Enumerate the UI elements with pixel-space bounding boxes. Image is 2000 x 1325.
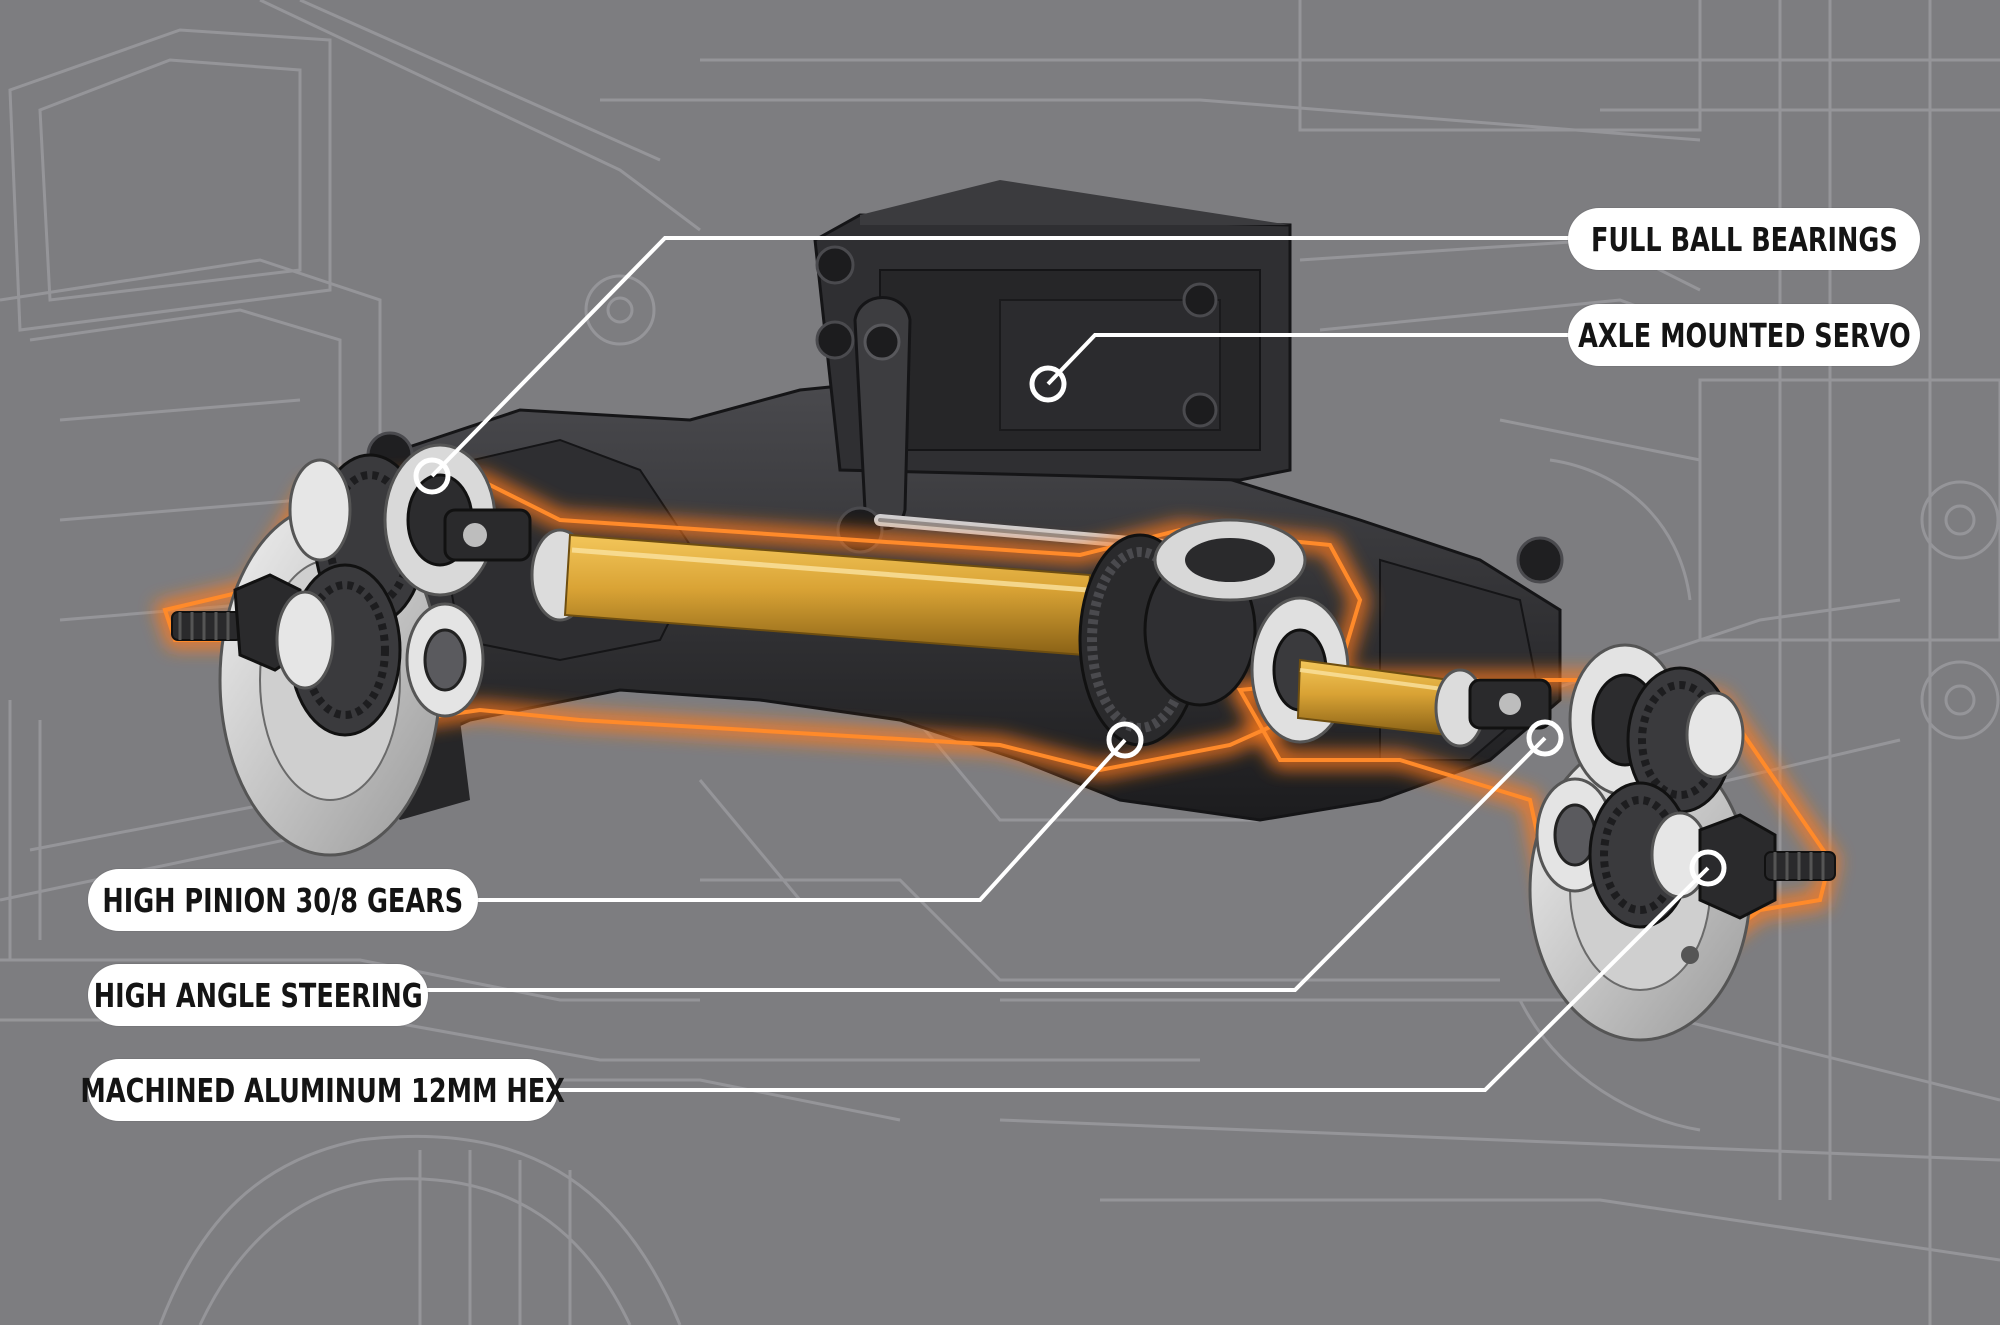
callout-label: FULL BALL BEARINGS	[1590, 219, 1898, 259]
leader-lines	[425, 236, 1710, 1092]
callout-full-ball-bearings: FULL BALL BEARINGS	[1568, 208, 1920, 270]
callout-high-angle-steering: HIGH ANGLE STEERING	[88, 964, 428, 1026]
left-axle-shaft	[530, 528, 1092, 657]
callout-label: AXLE MOUNTED SERVO	[1577, 315, 1911, 355]
callout-high-pinion-gears: HIGH PINION 30/8 GEARS	[88, 869, 478, 931]
callout-label: MACHINED ALUMINUM 12MM HEX	[80, 1070, 566, 1110]
callout-axle-mounted-servo: AXLE MOUNTED SERVO	[1568, 304, 1920, 366]
callout-dots	[413, 365, 1727, 887]
leader-high-angle-steering	[425, 736, 1547, 992]
right-hub	[1528, 643, 1836, 1042]
callout-machined-aluminum-hex: MACHINED ALUMINUM 12MM HEX	[81, 1059, 565, 1121]
callout-label: HIGH PINION 30/8 GEARS	[102, 880, 464, 920]
dot-high-angle-steering	[1526, 719, 1564, 757]
dot-full-ball-bearings	[413, 457, 451, 495]
dot-axle-mounted-servo	[1029, 365, 1067, 403]
dot-machined-aluminum-hex	[1689, 849, 1727, 887]
servo	[813, 180, 1292, 556]
leader-machined-aluminum-hex	[555, 866, 1710, 1092]
callout-label: HIGH ANGLE STEERING	[93, 975, 423, 1015]
right-axle-shaft	[1296, 658, 1552, 748]
dot-high-pinion-gears	[1106, 721, 1144, 759]
leader-full-ball-bearings	[430, 236, 1570, 478]
leader-high-pinion-gears	[475, 738, 1127, 902]
leader-axle-mounted-servo	[1046, 333, 1570, 386]
left-hub	[171, 443, 532, 857]
